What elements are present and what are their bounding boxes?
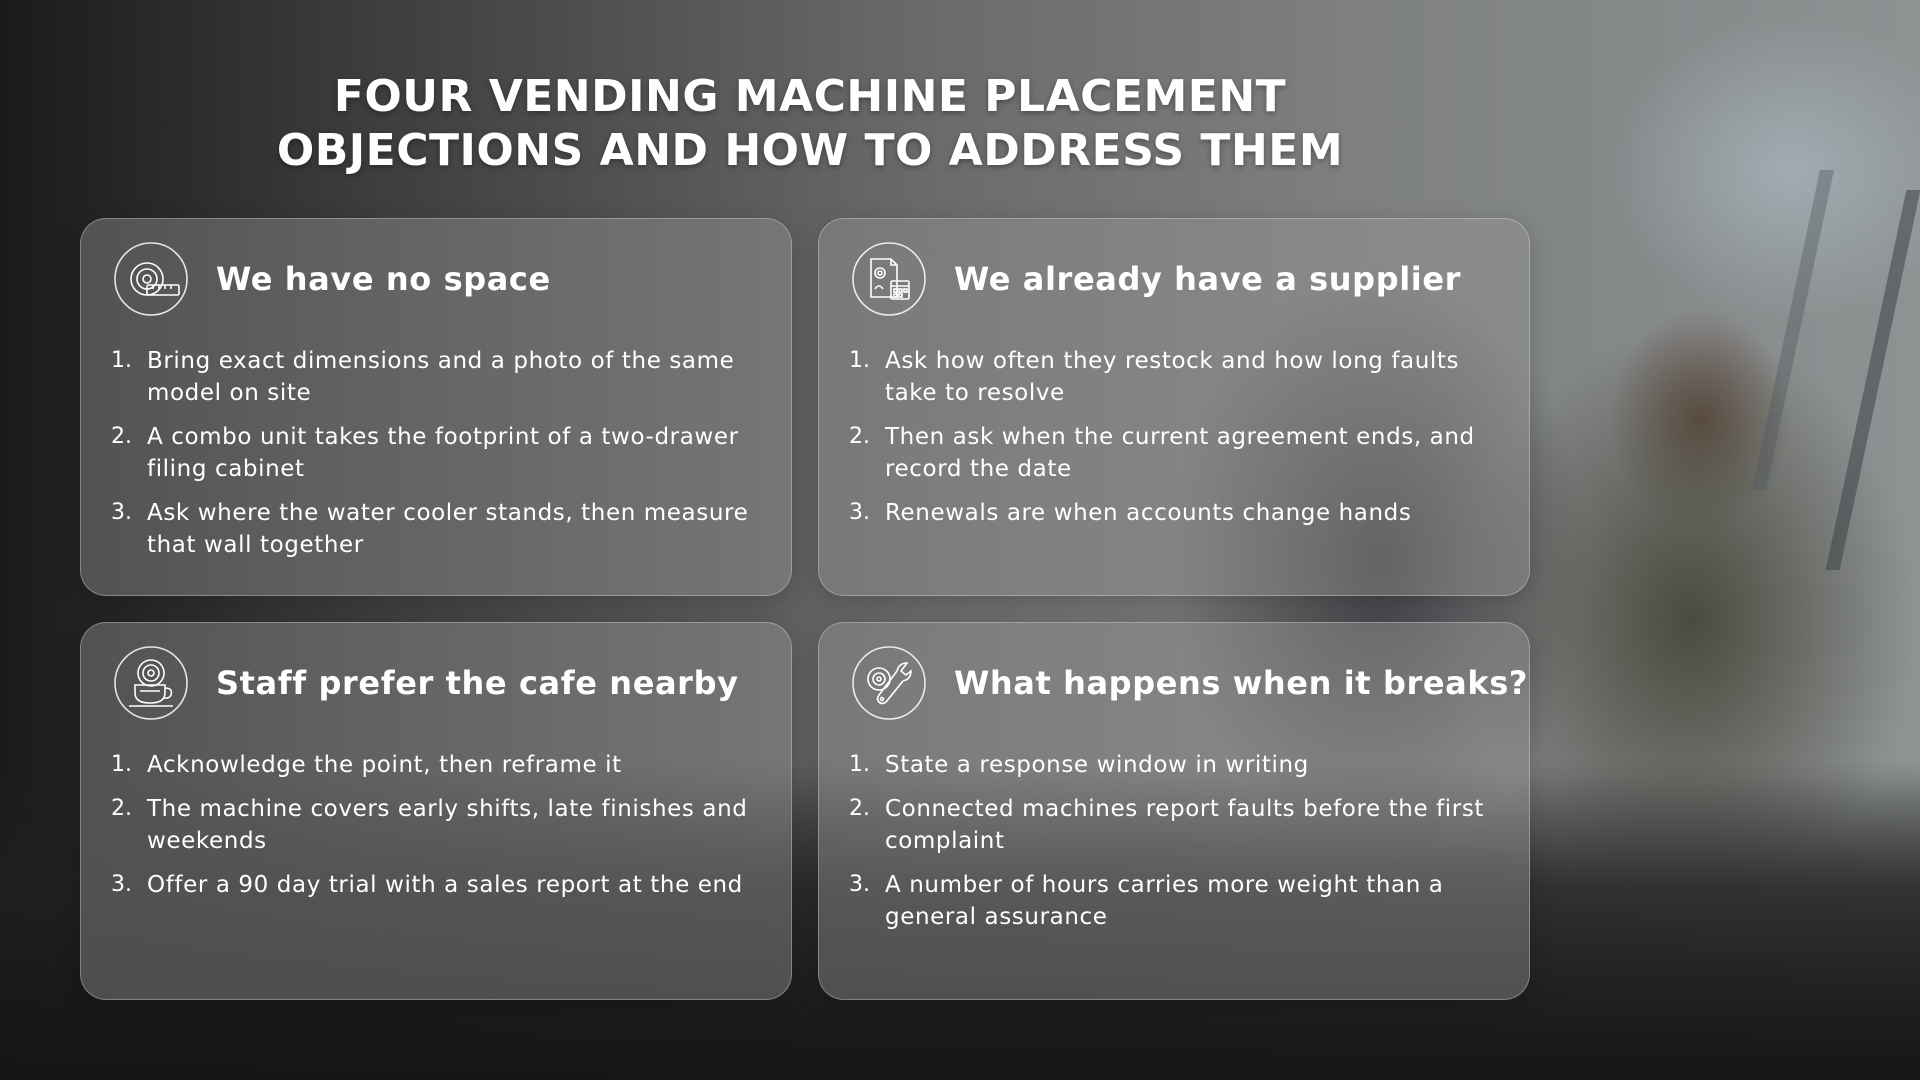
item-number: 3. bbox=[111, 500, 132, 525]
wrench-gear-icon bbox=[851, 645, 927, 721]
list-item: 3. Renewals are when accounts change han… bbox=[849, 497, 1509, 529]
page-title: FOUR VENDING MACHINE PLACEMENT OBJECTION… bbox=[210, 70, 1410, 178]
card-title: Staff prefer the cafe nearby bbox=[216, 664, 739, 702]
list-item: 2. Then ask when the current agreement e… bbox=[849, 421, 1509, 485]
item-text: Then ask when the current agreement ends… bbox=[885, 424, 1475, 482]
list-item: 3. A number of hours carries more weight… bbox=[849, 869, 1509, 933]
item-text: Renewals are when accounts change hands bbox=[885, 500, 1412, 526]
item-number: 2. bbox=[849, 424, 870, 449]
card-title: We have no space bbox=[216, 260, 551, 298]
item-text: A number of hours carries more weight th… bbox=[885, 872, 1444, 930]
list-item: 1. Ask how often they restock and how lo… bbox=[849, 345, 1509, 409]
list-item: 2. A combo unit takes the footprint of a… bbox=[111, 421, 771, 485]
item-number: 1. bbox=[849, 752, 870, 777]
list-item: 2. Connected machines report faults befo… bbox=[849, 793, 1509, 857]
item-text: Offer a 90 day trial with a sales report… bbox=[147, 872, 743, 898]
table-shadow-decoration bbox=[0, 760, 1920, 1080]
page-title-line-2: OBJECTIONS AND HOW TO ADDRESS THEM bbox=[276, 125, 1344, 176]
item-number: 3. bbox=[849, 500, 870, 525]
coffee-cup-icon bbox=[113, 645, 189, 721]
item-text: Bring exact dimensions and a photo of th… bbox=[147, 348, 735, 406]
item-number: 1. bbox=[111, 752, 132, 777]
item-number: 2. bbox=[111, 796, 132, 821]
item-number: 1. bbox=[111, 348, 132, 373]
list-item: 3. Offer a 90 day trial with a sales rep… bbox=[111, 869, 771, 901]
item-number: 1. bbox=[849, 348, 870, 373]
answer-list: 1. Ask how often they restock and how lo… bbox=[849, 345, 1509, 541]
objection-card-cafe: Staff prefer the cafe nearby 1. Acknowle… bbox=[80, 622, 792, 1000]
objection-card-breaks: What happens when it breaks? 1. State a … bbox=[818, 622, 1530, 1000]
tape-measure-icon bbox=[113, 241, 189, 317]
item-text: Acknowledge the point, then reframe it bbox=[147, 752, 622, 778]
page-title-line-1: FOUR VENDING MACHINE PLACEMENT bbox=[333, 71, 1287, 122]
list-item: 2. The machine covers early shifts, late… bbox=[111, 793, 771, 857]
item-number: 3. bbox=[849, 872, 870, 897]
item-text: The machine covers early shifts, late fi… bbox=[147, 796, 748, 854]
contract-calendar-icon bbox=[851, 241, 927, 317]
answer-list: 1. State a response window in writing 2.… bbox=[849, 749, 1509, 945]
list-item: 1. State a response window in writing bbox=[849, 749, 1509, 781]
item-text: Connected machines report faults before … bbox=[885, 796, 1485, 854]
list-item: 3. Ask where the water cooler stands, th… bbox=[111, 497, 771, 561]
item-text: A combo unit takes the footprint of a tw… bbox=[147, 424, 739, 482]
list-item: 1. Bring exact dimensions and a photo of… bbox=[111, 345, 771, 409]
item-number: 2. bbox=[111, 424, 132, 449]
item-text: Ask how often they restock and how long … bbox=[885, 348, 1460, 406]
item-number: 2. bbox=[849, 796, 870, 821]
objection-card-no-space: We have no space 1. Bring exact dimensio… bbox=[80, 218, 792, 596]
answer-list: 1. Acknowledge the point, then reframe i… bbox=[111, 749, 771, 913]
objection-card-supplier: We already have a supplier 1. Ask how of… bbox=[818, 218, 1530, 596]
item-text: State a response window in writing bbox=[885, 752, 1309, 778]
card-title: We already have a supplier bbox=[954, 260, 1462, 298]
card-title: What happens when it breaks? bbox=[954, 664, 1529, 702]
answer-list: 1. Bring exact dimensions and a photo of… bbox=[111, 345, 771, 573]
item-number: 3. bbox=[111, 872, 132, 897]
item-text: Ask where the water cooler stands, then … bbox=[147, 500, 749, 558]
list-item: 1. Acknowledge the point, then reframe i… bbox=[111, 749, 771, 781]
